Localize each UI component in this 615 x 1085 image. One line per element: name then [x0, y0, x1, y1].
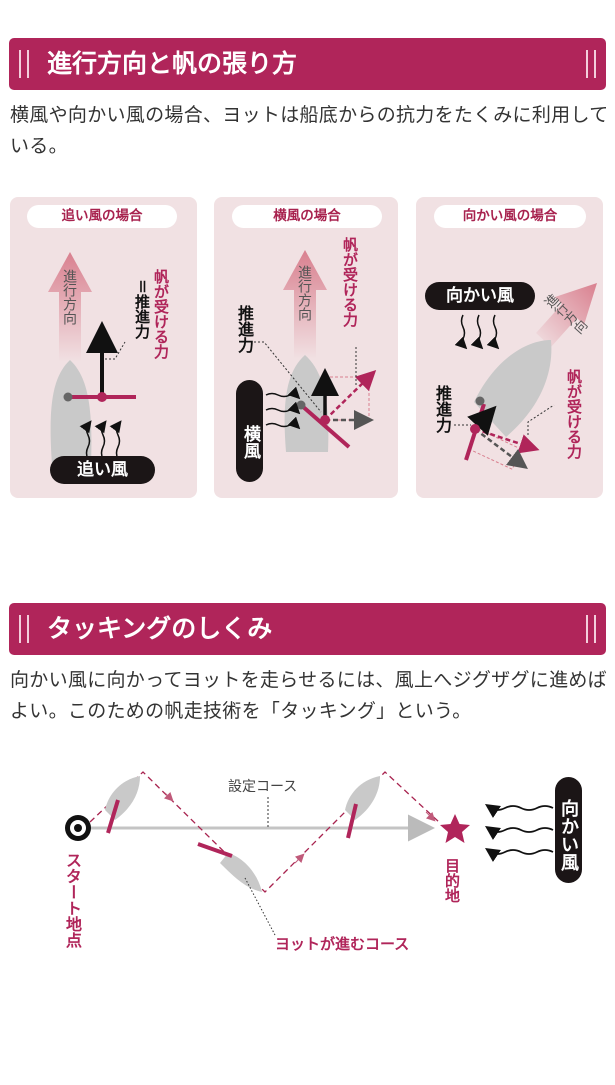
- thrust-label: ＝推進力: [133, 279, 151, 340]
- wind-arrows: [79, 420, 122, 460]
- boat-shape: [50, 360, 92, 465]
- section-body: 横風や向かい風の場合、ヨットは船底からの抗力をたくみに利用している。: [10, 104, 609, 157]
- heading-arrow: [536, 283, 597, 347]
- panel-title: 追い風の場合: [27, 205, 177, 228]
- crosswind-diagram: [254, 250, 377, 452]
- yacht-course-label: ヨットが進むコース: [275, 935, 410, 953]
- panel-title: 向かい風の場合: [434, 205, 586, 228]
- goal-label: 目的地: [443, 858, 461, 903]
- downwind-diagram: [48, 252, 136, 465]
- thrust-label: 推進力: [235, 305, 254, 353]
- wind-arrows: [454, 314, 500, 350]
- header-decoration: [19, 50, 29, 78]
- headwind-arrows: [485, 804, 554, 862]
- panel-headwind: 向かい風の場合 進行方向 帆が受ける力 推進力 向かい風: [416, 197, 603, 498]
- set-course-label: 設定コース: [228, 779, 298, 795]
- sail-force-label: 帆が受ける力: [565, 369, 583, 459]
- yacht-course-path: [89, 771, 441, 893]
- section-title: タッキングのしくみ: [47, 614, 273, 643]
- boat-shape: [284, 355, 329, 452]
- start-label: スタート地点: [63, 852, 82, 948]
- header-decoration: [19, 615, 29, 643]
- thrust-label: 推進力: [433, 385, 452, 433]
- boat-shape: [474, 340, 552, 437]
- wind-arrows: [265, 386, 301, 430]
- goal-star-icon: [440, 814, 470, 843]
- header-decoration: [586, 615, 596, 643]
- heading-label: 進行方向: [296, 265, 312, 321]
- tacking-diagram: 設定コース スタート地点 目的地 ヨットが進むコース 向かい風: [0, 740, 615, 970]
- heading-label: 進行方向: [61, 269, 77, 325]
- header-decoration: [586, 50, 596, 78]
- panel-title: 横風の場合: [232, 205, 382, 228]
- section-body: 向かい風に向かってヨットを走らせるには、風上へジグザグに進めばよい。このための帆…: [10, 669, 607, 722]
- section-header-tacking: タッキングのしくみ: [9, 603, 606, 655]
- wind-label: 向かい風: [425, 282, 535, 310]
- heading-arrow: [48, 252, 92, 362]
- sail-force-label: 帆が受ける力: [341, 237, 359, 327]
- heading-arrow: [283, 250, 327, 359]
- headwind-diagram: [454, 283, 597, 470]
- wind-label: 横風: [236, 380, 263, 482]
- section-header-sail-trim: 進行方向と帆の張り方: [9, 38, 606, 90]
- panel-crosswind: 横風の場合 進行方向 帆が受ける力 推進力 横風: [214, 197, 398, 498]
- start-marker-icon: [65, 815, 91, 841]
- section-title: 進行方向と帆の張り方: [47, 49, 298, 78]
- headwind-label: 向かい風: [555, 777, 582, 883]
- panel-downwind: 追い風の場合 進行方向 帆が受ける力 ＝推進力 追い風: [10, 197, 197, 498]
- wind-label: 追い風: [50, 456, 155, 484]
- sail-force-label: 帆が受ける力: [152, 269, 170, 359]
